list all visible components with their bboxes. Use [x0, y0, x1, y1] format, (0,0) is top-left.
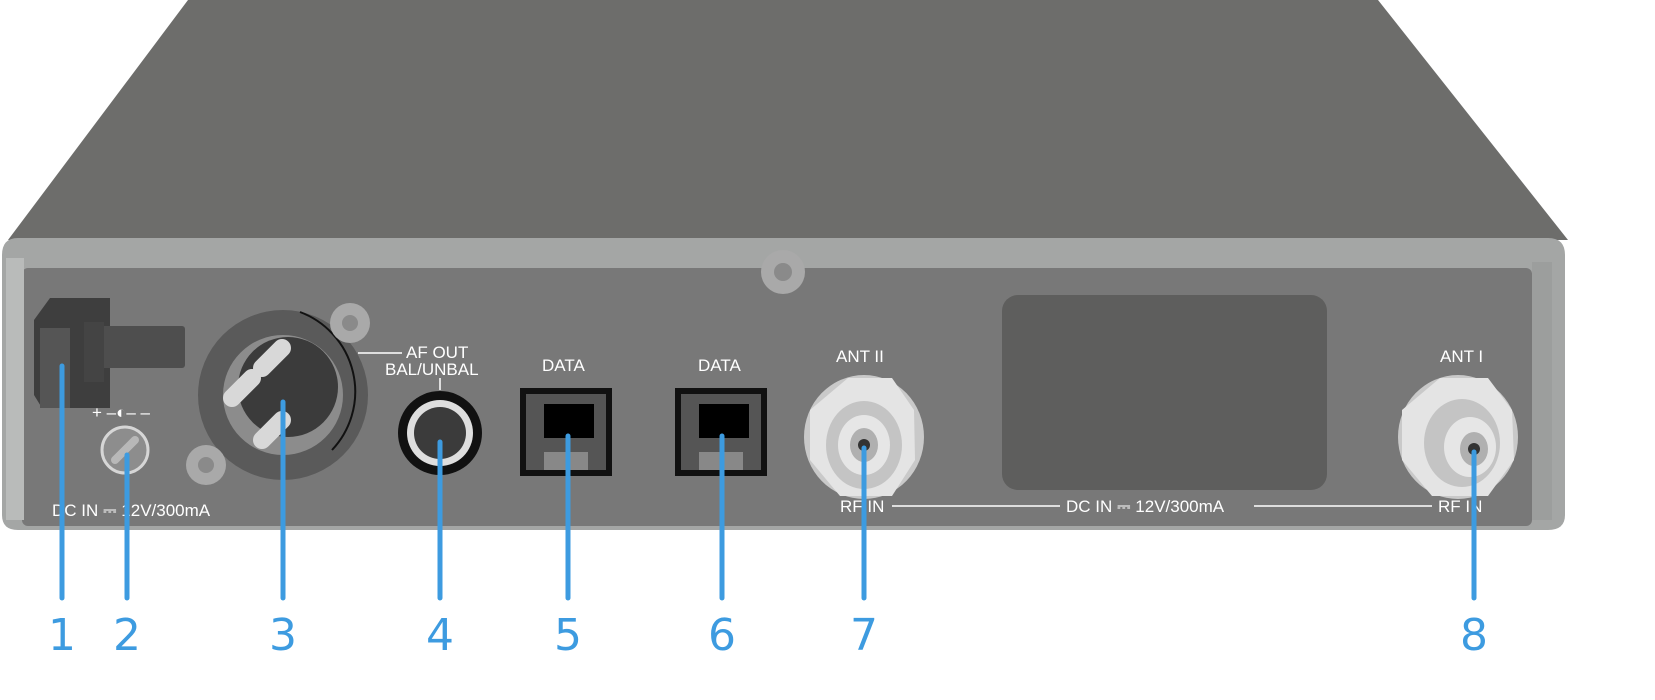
- bal-unbal-label: BAL/UNBAL: [385, 360, 479, 379]
- dc-in-center-label: DC IN ⎓ 12V/300mA: [1066, 497, 1225, 516]
- af-out-label: AF OUT: [406, 343, 468, 362]
- callout-number-2: 2: [113, 610, 141, 661]
- callout-number-4: 4: [426, 610, 454, 661]
- ant-1-label: ANT I: [1440, 347, 1483, 366]
- data-1-label: DATA: [542, 356, 585, 375]
- callout-lines: [59, 363, 1477, 601]
- callout-number-5: 5: [554, 610, 582, 661]
- data-port-1[interactable]: [520, 388, 612, 476]
- right-side-edge: [1532, 262, 1552, 520]
- dc-in-jack[interactable]: [100, 425, 150, 475]
- screw-icon: [186, 445, 226, 485]
- screw-icon: [330, 303, 370, 343]
- callout-number-7: 7: [850, 610, 878, 661]
- bnc-ant-1-connector[interactable]: [1398, 375, 1518, 499]
- jack-af-out-connector[interactable]: [398, 391, 482, 475]
- left-side-edge: [6, 258, 24, 520]
- cable-clamp: [34, 298, 185, 408]
- rf-in-right-label: RF IN: [1438, 497, 1482, 516]
- screw-icon: [761, 250, 805, 294]
- callout-number-1: 1: [48, 610, 76, 661]
- xlr-af-out-connector[interactable]: [198, 310, 368, 480]
- housing-top: [8, 0, 1568, 240]
- callout-number-6: 6: [708, 610, 736, 661]
- bnc-ant-2-connector[interactable]: [804, 375, 924, 499]
- polarity-label: + –◐– –: [92, 403, 151, 422]
- ant-2-label: ANT II: [836, 347, 884, 366]
- dc-in-left-label: DC IN ⎓ 12V/300mA: [52, 501, 211, 520]
- data-2-label: DATA: [698, 356, 741, 375]
- callout-number-8: 8: [1460, 610, 1488, 661]
- label-area: [1002, 295, 1327, 490]
- callout-number-3: 3: [269, 610, 297, 661]
